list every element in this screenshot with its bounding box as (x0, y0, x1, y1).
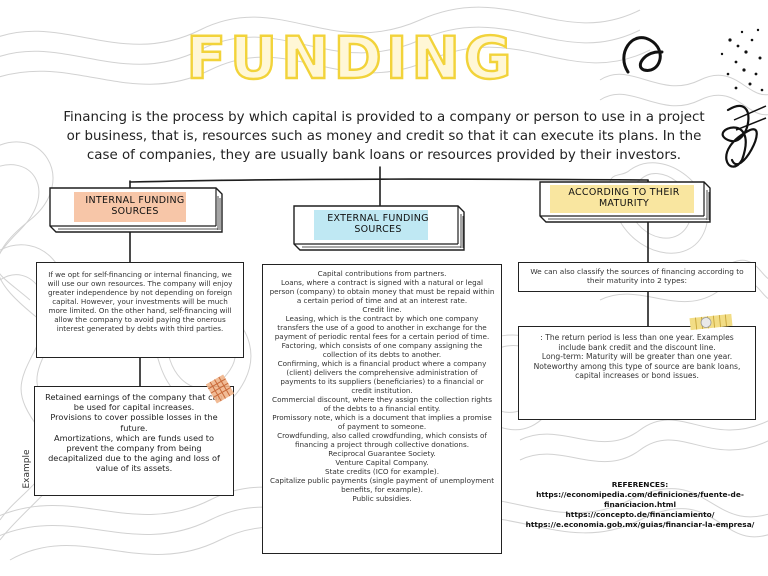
list-item: : The return period is less than one yea… (540, 333, 734, 352)
header-card-shape (539, 181, 711, 223)
reference-link[interactable]: https://e.economia.gob.mx/guias/financia… (525, 520, 755, 529)
external-items: Capital contributions from partners. Loa… (269, 269, 495, 503)
examples-list: Retained earnings of the company that ca… (41, 392, 227, 474)
list-item: Provisions to cover possible losses in t… (50, 412, 218, 433)
maturity-description: We can also classify the sources of fina… (518, 262, 756, 292)
internal-funding-examples: Retained earnings of the company that ca… (34, 386, 234, 496)
list-item: Confirming, which is a financial product… (277, 359, 487, 395)
ink-doodles (622, 28, 767, 168)
tape-decoration (689, 313, 733, 331)
page-title: FUNDING (186, 24, 515, 92)
header-card-shape (293, 205, 465, 251)
external-funding-list: Capital contributions from partners. Loa… (262, 264, 502, 554)
reference-link[interactable]: financiacion.html (604, 500, 676, 509)
example-label: Example (22, 449, 32, 489)
list-item: Public subsidies. (352, 494, 412, 503)
list-item: Retained earnings of the company that ca… (45, 392, 223, 413)
internal-funding-description: If we opt for self-financing or internal… (36, 262, 244, 358)
list-item: Loans, where a contract is signed with a… (269, 278, 495, 305)
list-item: State credits (ICO for example). (325, 467, 439, 476)
list-item: Venture Capital Company. (335, 458, 429, 467)
list-item: Long-term: Maturity will be greater than… (533, 352, 741, 381)
tape-decoration (206, 374, 234, 404)
references-block: REFERENCES: https://economipedia.com/def… (520, 480, 760, 530)
list-item: Commercial discount, where they assign t… (272, 395, 492, 413)
page-title-text: FUNDING (186, 24, 515, 92)
list-item: Leasing, which is the contract by which … (274, 314, 490, 341)
list-item: Promissory note, which is a document tha… (272, 413, 492, 431)
reference-link[interactable]: https://economipedia.com/definiciones/fu… (536, 490, 744, 499)
intro-paragraph: Financing is the process by which capita… (63, 110, 705, 163)
list-item: Credit line. (362, 305, 402, 314)
header-card-shape (49, 187, 223, 233)
list-item: Crowdfunding, also called crowdfunding, … (277, 431, 487, 449)
list-item: Factoring, which consists of one company… (281, 341, 483, 359)
list-item: Capital contributions from partners. (317, 269, 447, 278)
list-item: Amortizations, which are funds used to p… (48, 432, 220, 474)
maturity-types-list: : The return period is less than one yea… (527, 333, 747, 381)
list-item: Reciprocal Guarantee Society. (328, 449, 436, 458)
references-heading: REFERENCES: (611, 480, 669, 489)
reference-link[interactable]: https://concepto.de/financiamiento/ (565, 510, 715, 519)
maturity-types: : The return period is less than one yea… (518, 326, 756, 420)
list-item: Capitalize public payments (single payme… (269, 476, 495, 494)
